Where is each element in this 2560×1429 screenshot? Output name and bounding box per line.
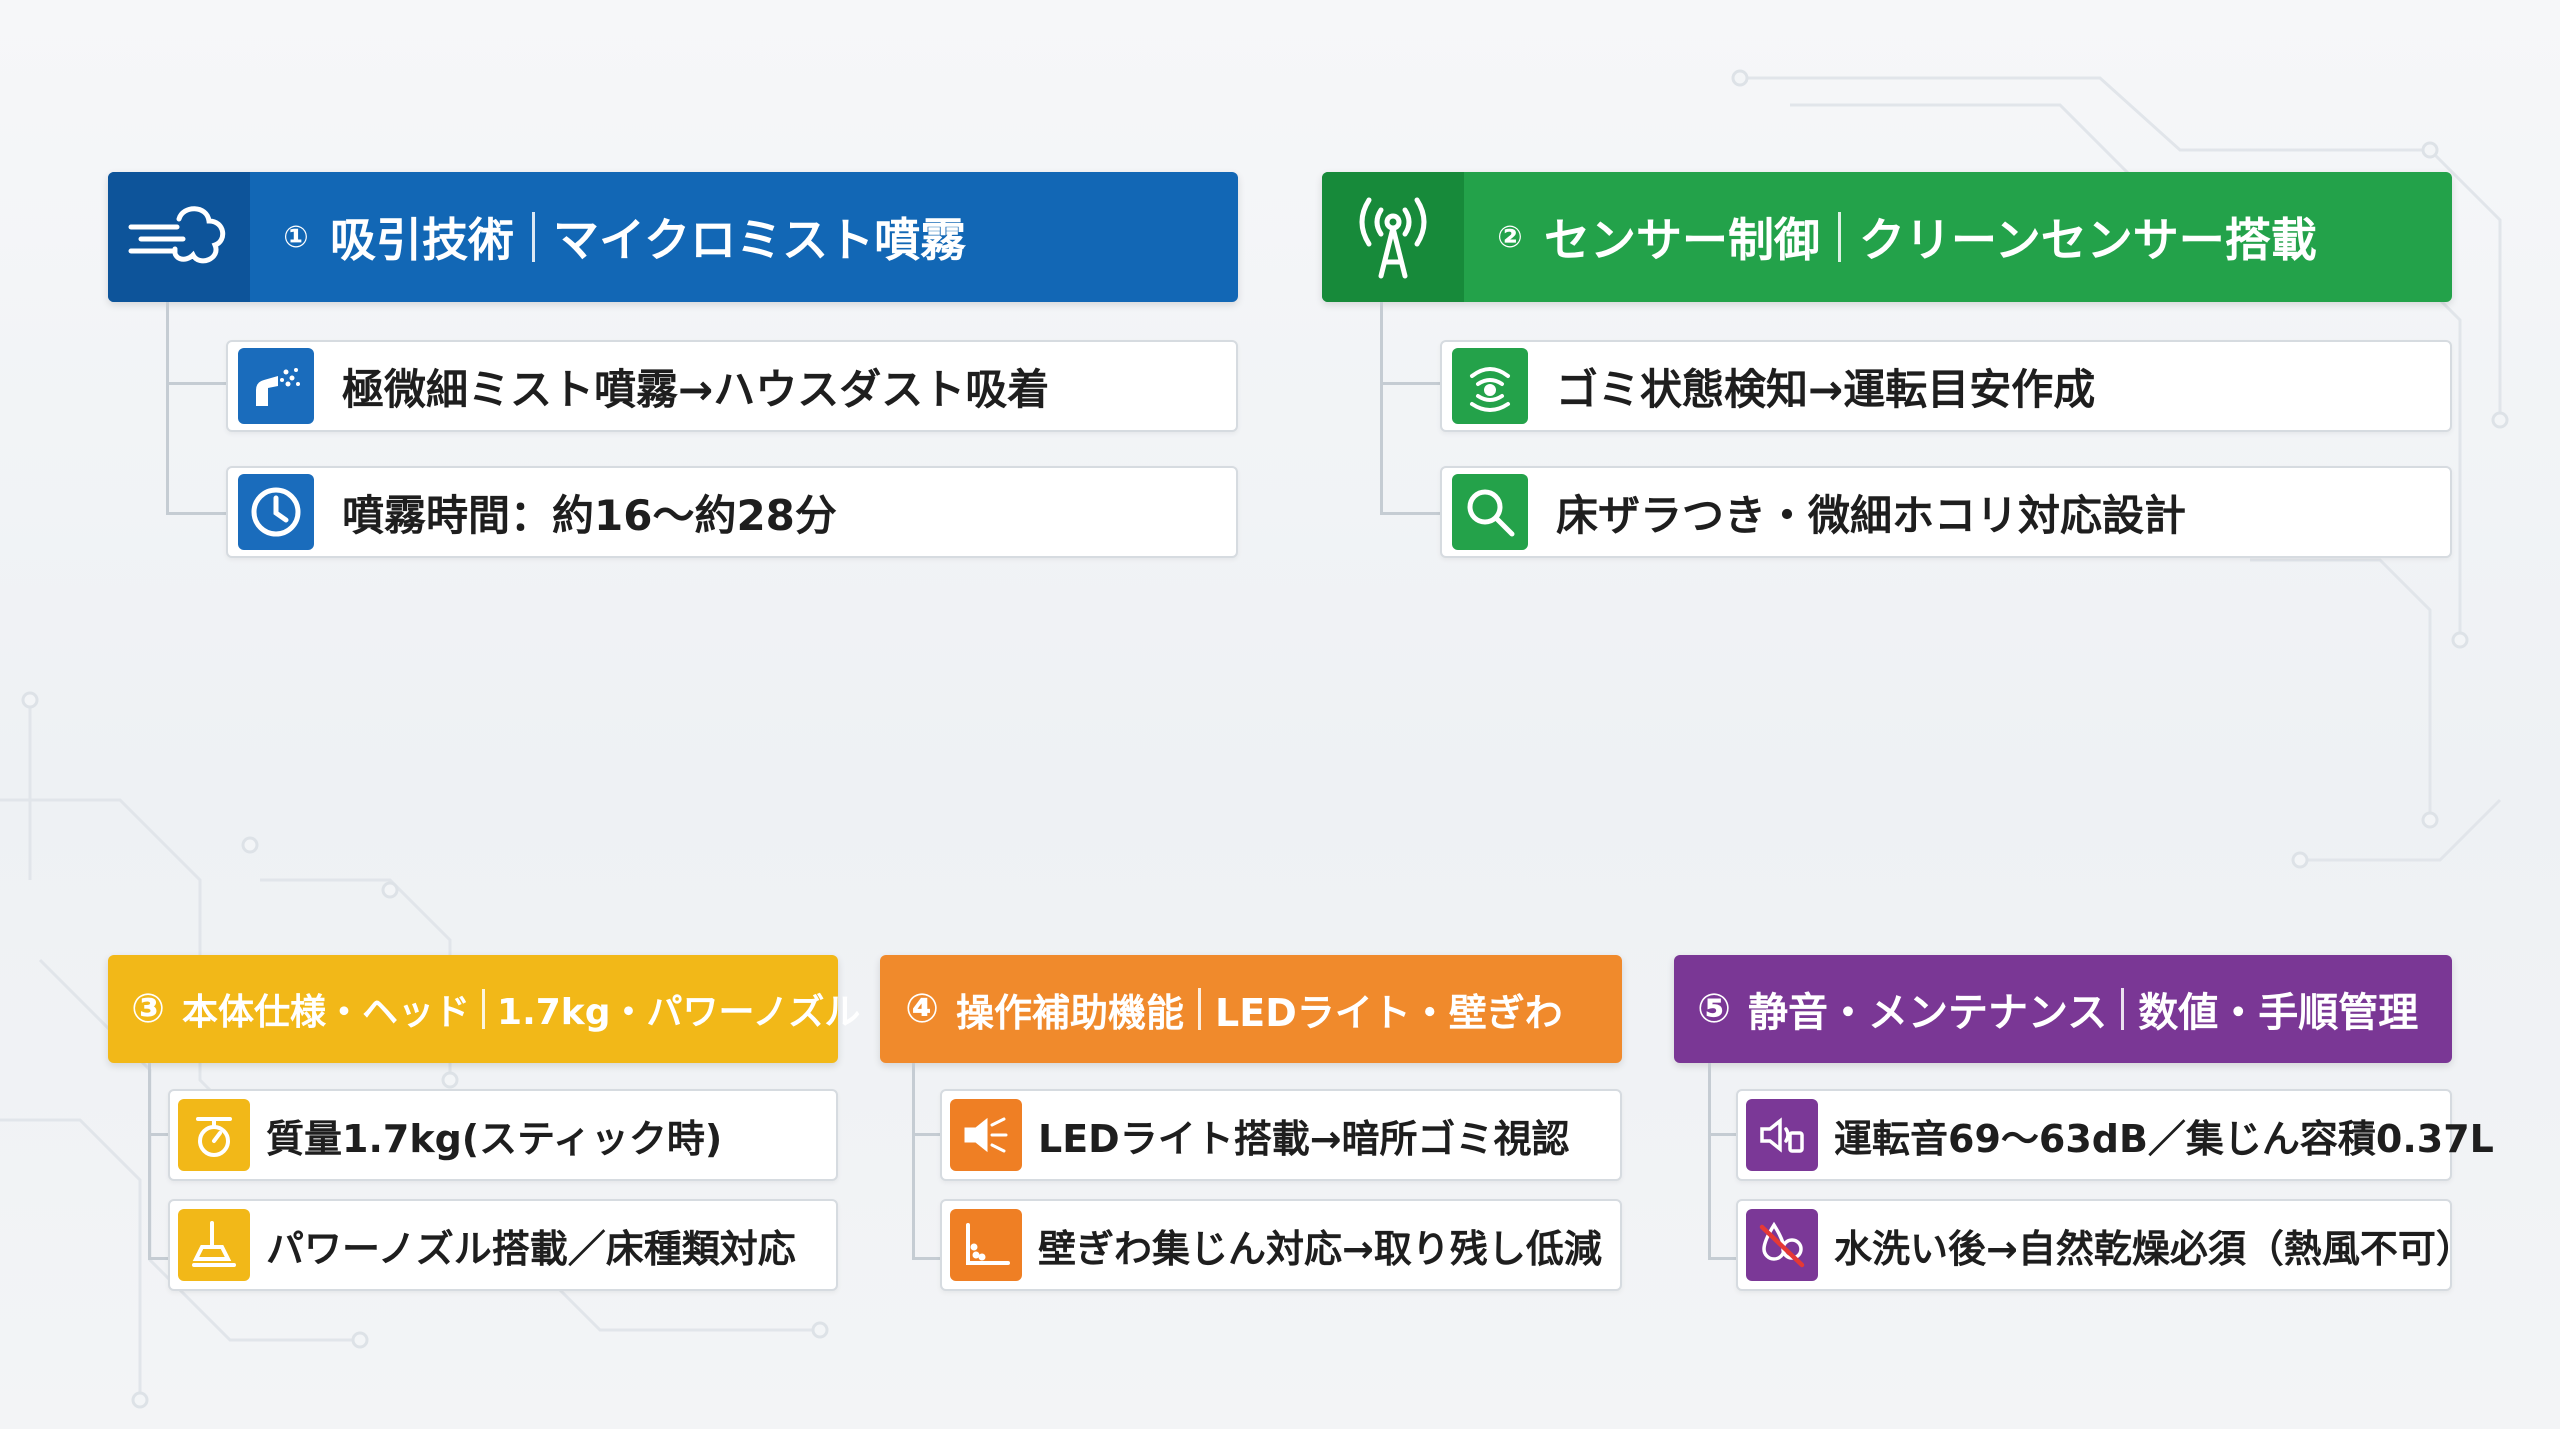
section-header: ② センサー制御 クリーンセンサー搭載 [1322,172,2452,302]
feature-text: 床ザラつき・微細ホコリ対応設計 [1556,490,2187,540]
title-separator [1838,212,1841,262]
feature-text: 運転音69〜63dB／集じん容積0.37L [1834,1116,2494,1161]
section-title: 静音・メンテナンス [1748,990,2108,1036]
feature-text: 極微細ミスト噴霧→ハウスダスト吸着 [342,364,1050,414]
title-separator [2121,988,2125,1030]
section-number: ① [283,219,309,255]
nozzle-head-icon [178,1209,250,1281]
section-title: センサー制御 [1544,213,1820,267]
feature-item: 極微細ミスト噴霧→ハウスダスト吸着 [226,340,1238,432]
feature-item: 質量1.7kg(スティック時) [168,1089,838,1181]
feature-item: ゴミ状態検知→運転目安作成 [1440,340,2452,432]
magnifier-icon [1452,474,1528,550]
airflow-icon [108,172,250,302]
section-header: ④ 操作補助機能 LEDライト・壁ぎわ [880,955,1622,1063]
feature-item: パワーノズル搭載／床種類対応 [168,1199,838,1291]
feature-item: 壁ぎわ集じん対応→取り残し低減 [940,1199,1622,1291]
section-subtitle: 1.7kg・パワーノズル [497,992,861,1033]
spray-nozzle-icon [238,348,314,424]
section-number: ③ [131,986,165,1032]
section-subtitle: マイクロミスト噴霧 [553,213,967,267]
feature-text: パワーノズル搭載／床種類対応 [266,1226,796,1271]
feature-text: 水洗い後→自然乾燥必須（熱風不可） [1834,1226,2474,1271]
section-title: 吸引技術 [330,213,514,267]
section-title: 本体仕様・ヘッド [182,992,471,1033]
led-light-icon [950,1099,1022,1171]
section-body-spec: ③ 本体仕様・ヘッド 1.7kg・パワーノズル 質量1.7kg(スティック時) … [108,955,860,1295]
section-subtitle: LEDライト・壁ぎわ [1215,990,1563,1035]
clock-icon [238,474,314,550]
feature-text: 噴霧時間：約16〜約28分 [342,490,837,540]
title-separator [532,212,535,262]
title-separator [482,989,486,1029]
no-hot-air-icon [1746,1209,1818,1281]
feature-text: 壁ぎわ集じん対応→取り残し低減 [1038,1226,1602,1271]
section-title: 操作補助機能 [956,990,1185,1035]
feature-item: 噴霧時間：約16〜約28分 [226,466,1238,558]
speaker-quiet-icon [1746,1099,1818,1171]
section-number: ② [1497,219,1523,255]
section-number: ④ [905,986,939,1032]
feature-item: 運転音69〜63dB／集じん容積0.37L [1736,1089,2494,1181]
antenna-icon [1322,172,1464,302]
section-number: ⑤ [1697,986,1731,1032]
feature-text: 質量1.7kg(スティック時) [266,1116,723,1161]
section-suction: ① 吸引技術 マイクロミスト噴霧 極微細ミスト噴霧→ハウスダスト吸着 噴霧時間：… [108,172,1238,562]
feature-text: LEDライト搭載→暗所ゴミ視認 [1038,1116,1570,1161]
feature-item: 床ザラつき・微細ホコリ対応設計 [1440,466,2452,558]
section-header: ③ 本体仕様・ヘッド 1.7kg・パワーノズル [108,955,860,1063]
section-quiet-maintenance: ⑤ 静音・メンテナンス 数値・手順管理 運転音69〜63dB／集じん容積0.37… [1674,955,2494,1295]
section-header: ① 吸引技術 マイクロミスト噴霧 [108,172,1238,302]
feature-item: 水洗い後→自然乾燥必須（熱風不可） [1736,1199,2474,1291]
section-header: ⑤ 静音・メンテナンス 数値・手順管理 [1674,955,2452,1063]
title-separator [1198,988,1202,1030]
section-subtitle: クリーンセンサー搭載 [1859,213,2317,267]
section-subtitle: 数値・手順管理 [2138,990,2419,1036]
feature-text: ゴミ状態検知→運転目安作成 [1556,364,2096,414]
sensor-wave-icon [1452,348,1528,424]
scale-icon [178,1099,250,1171]
wall-corner-icon [950,1209,1022,1281]
section-sensor: ② センサー制御 クリーンセンサー搭載 ゴミ状態検知→運転目安作成 床ザラつき・… [1322,172,2452,562]
section-operation: ④ 操作補助機能 LEDライト・壁ぎわ LEDライト搭載→暗所ゴミ視認 壁ぎわ集… [880,955,1622,1295]
feature-item: LEDライト搭載→暗所ゴミ視認 [940,1089,1622,1181]
